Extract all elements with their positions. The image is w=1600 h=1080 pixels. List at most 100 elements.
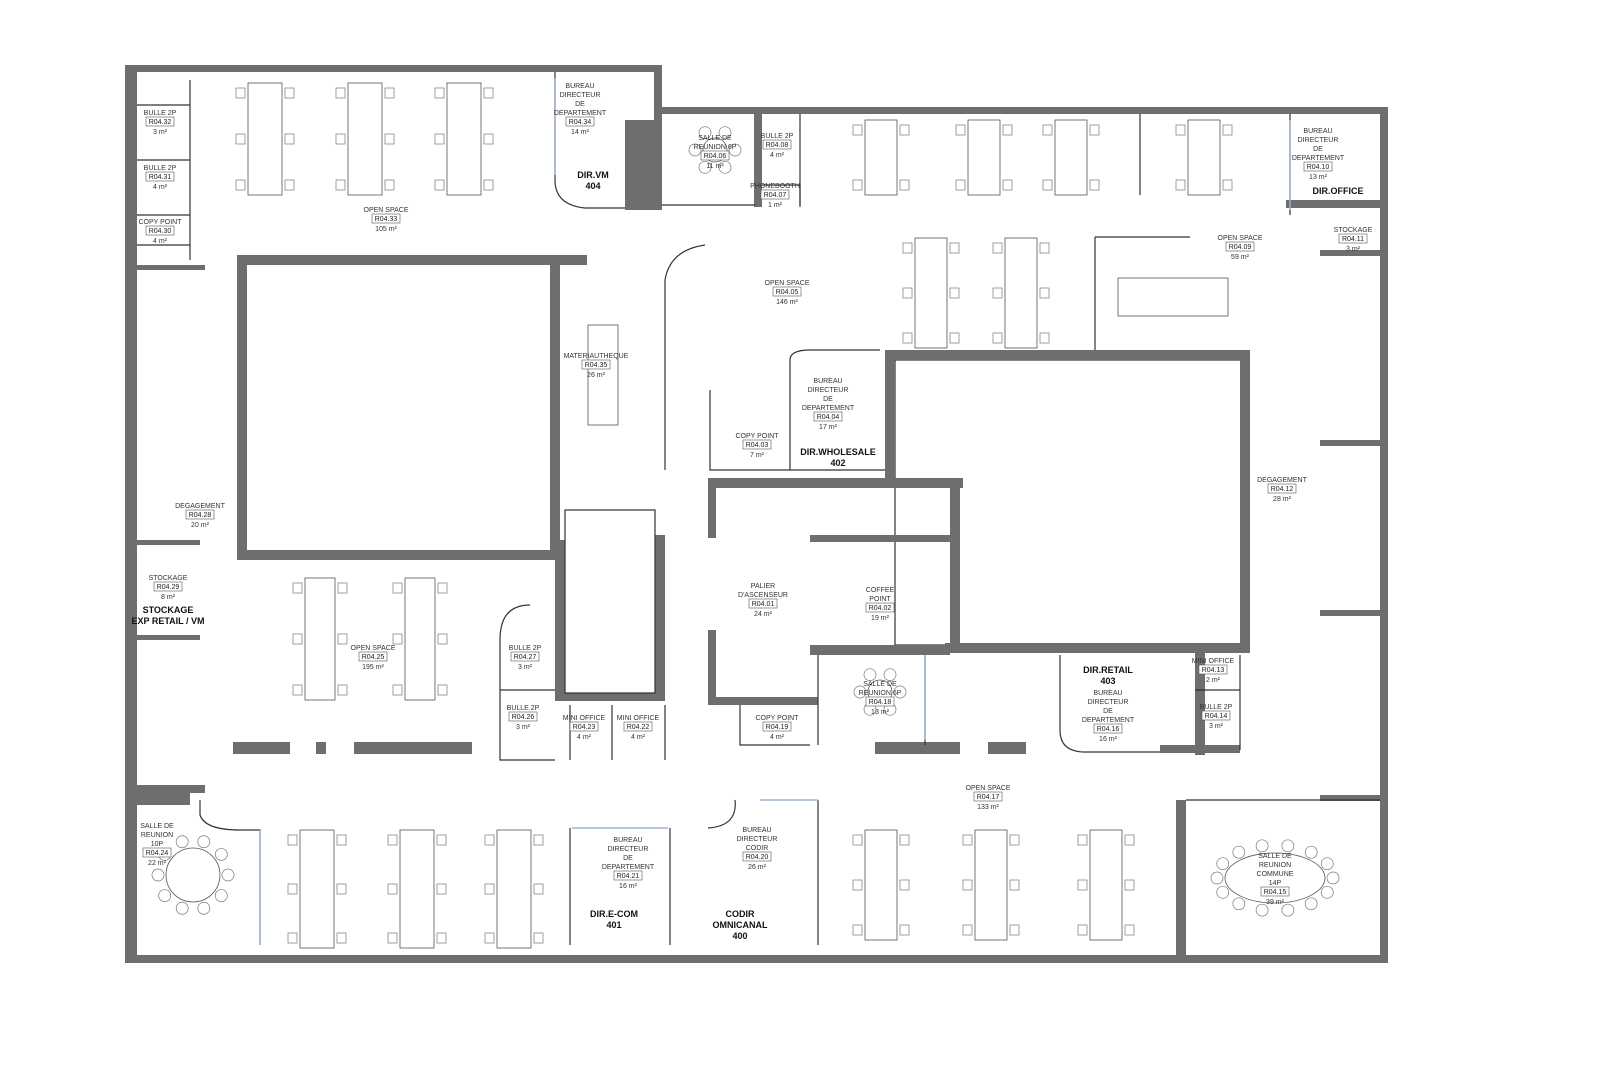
room-code: R04.35 bbox=[585, 362, 608, 369]
room-code-box bbox=[742, 851, 772, 862]
room-tag: CODIR bbox=[726, 909, 756, 919]
chair bbox=[335, 133, 346, 145]
room-name: BUREAU bbox=[613, 837, 642, 844]
chair bbox=[1077, 834, 1088, 846]
room-code: R04.30 bbox=[149, 228, 172, 235]
chair bbox=[962, 834, 973, 846]
room-tag: 400 bbox=[732, 931, 747, 941]
room-name: DEPARTEMENT bbox=[602, 864, 655, 871]
chair bbox=[962, 879, 973, 891]
chair bbox=[484, 834, 495, 846]
chair bbox=[992, 242, 1003, 254]
chair bbox=[1124, 834, 1135, 846]
room-name: MINI OFFICE bbox=[617, 715, 660, 722]
room-code-box bbox=[1201, 710, 1231, 721]
room-name: BUREAU bbox=[1303, 128, 1332, 135]
room-code-box bbox=[358, 651, 388, 662]
chair bbox=[384, 179, 395, 191]
room-code: R04.25 bbox=[362, 654, 385, 661]
walls bbox=[125, 65, 1388, 963]
chair bbox=[336, 932, 347, 944]
chair bbox=[175, 901, 189, 915]
chair bbox=[287, 932, 298, 944]
room-area: 24 m² bbox=[754, 611, 773, 618]
room-area: 14 m² bbox=[571, 129, 590, 136]
room-name: DEPARTEMENT bbox=[1082, 717, 1135, 724]
chair bbox=[1281, 903, 1295, 917]
room-name: DIRECTEUR bbox=[737, 836, 778, 843]
room-code-box bbox=[973, 791, 1003, 802]
chair bbox=[962, 924, 973, 936]
chair bbox=[698, 160, 712, 174]
chair bbox=[1326, 871, 1340, 885]
room-area: 3 m² bbox=[516, 724, 531, 731]
room-name: DIRECTEUR bbox=[1298, 137, 1339, 144]
room-name: 14P bbox=[1269, 880, 1282, 887]
chair bbox=[902, 332, 913, 344]
room-area: 13 m² bbox=[871, 709, 890, 716]
chair bbox=[387, 883, 398, 895]
room-tag: 401 bbox=[606, 920, 621, 930]
room-name: SALLE DE bbox=[863, 681, 897, 688]
room-code-box bbox=[748, 598, 778, 609]
room-r04-16[interactable]: DIR.RETAIL403BUREAUDIRECTEURDEDEPARTEMEN… bbox=[1082, 665, 1135, 743]
chair bbox=[1320, 857, 1334, 871]
chair bbox=[1124, 924, 1135, 936]
room-code-box bbox=[623, 721, 653, 732]
room-code-box bbox=[1260, 886, 1290, 897]
room-area: 195 m² bbox=[362, 664, 384, 671]
chair bbox=[852, 124, 863, 136]
room-name: STOCKAGE bbox=[1334, 227, 1373, 234]
room-name: BULLE 2P bbox=[144, 165, 177, 172]
room-code: R04.03 bbox=[746, 442, 769, 449]
room-name: REUNION bbox=[1259, 862, 1291, 869]
chair bbox=[688, 143, 702, 157]
room-code: R04.11 bbox=[1342, 236, 1364, 243]
room-code: R04.23 bbox=[573, 724, 596, 731]
desk bbox=[1089, 829, 1123, 941]
chair bbox=[1255, 903, 1269, 917]
room-tag: EXP RETAIL / VM bbox=[131, 616, 204, 626]
chair bbox=[893, 685, 907, 699]
room-code: R04.21 bbox=[617, 873, 640, 880]
room-name: REUNION 6P bbox=[694, 144, 737, 151]
room-code: R04.15 bbox=[1264, 889, 1287, 896]
chair bbox=[899, 834, 910, 846]
chair bbox=[384, 87, 395, 99]
chair bbox=[1210, 871, 1224, 885]
